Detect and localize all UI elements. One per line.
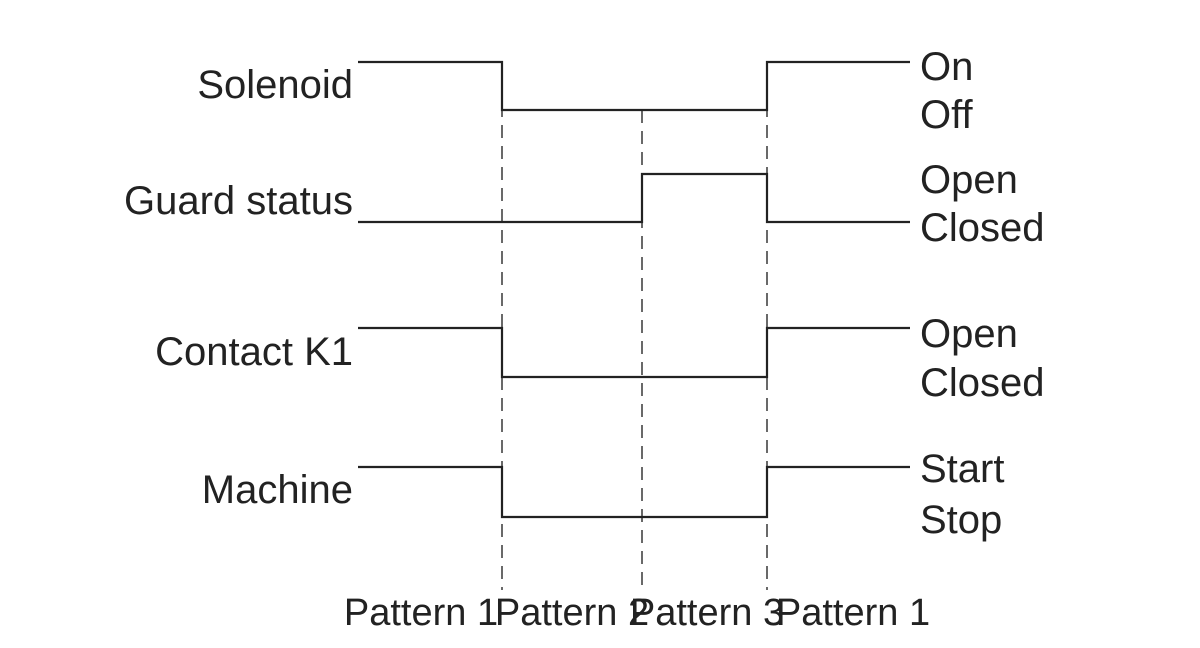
state-high-machine: Start [920, 447, 1004, 491]
signal-contact-k1: Contact K1 Open Closed [155, 312, 1044, 405]
signal-solenoid: Solenoid On Off [197, 45, 973, 137]
state-low-guard-status: Closed [920, 206, 1045, 250]
signal-guard-status: Guard status Open Closed [124, 158, 1045, 250]
signal-name-contact-k1: Contact K1 [155, 330, 353, 374]
waveform-contact-k1 [358, 326, 910, 379]
phase-dividers [501, 62, 768, 590]
pattern-label-4: Pattern 1 [776, 592, 930, 634]
state-high-guard-status: Open [920, 158, 1018, 202]
signal-name-machine: Machine [202, 468, 353, 512]
signal-name-guard-status: Guard status [124, 179, 353, 223]
waveform-machine [358, 465, 910, 519]
signal-machine: Machine Start Stop [202, 447, 1005, 542]
pattern-labels: Pattern 1 Pattern 2 Pattern 3 Pattern 1 [344, 592, 930, 634]
state-high-solenoid: On [920, 45, 973, 89]
pattern-label-2: Pattern 2 [495, 592, 649, 634]
state-low-contact-k1: Closed [920, 361, 1045, 405]
state-low-solenoid: Off [920, 93, 974, 137]
pattern-label-3: Pattern 3 [630, 592, 784, 634]
pattern-label-1: Pattern 1 [344, 592, 498, 634]
state-low-machine: Stop [920, 498, 1002, 542]
waveform-guard-status [358, 172, 910, 224]
waveform-solenoid [358, 60, 910, 112]
state-high-contact-k1: Open [920, 312, 1018, 356]
signal-name-solenoid: Solenoid [197, 63, 353, 107]
